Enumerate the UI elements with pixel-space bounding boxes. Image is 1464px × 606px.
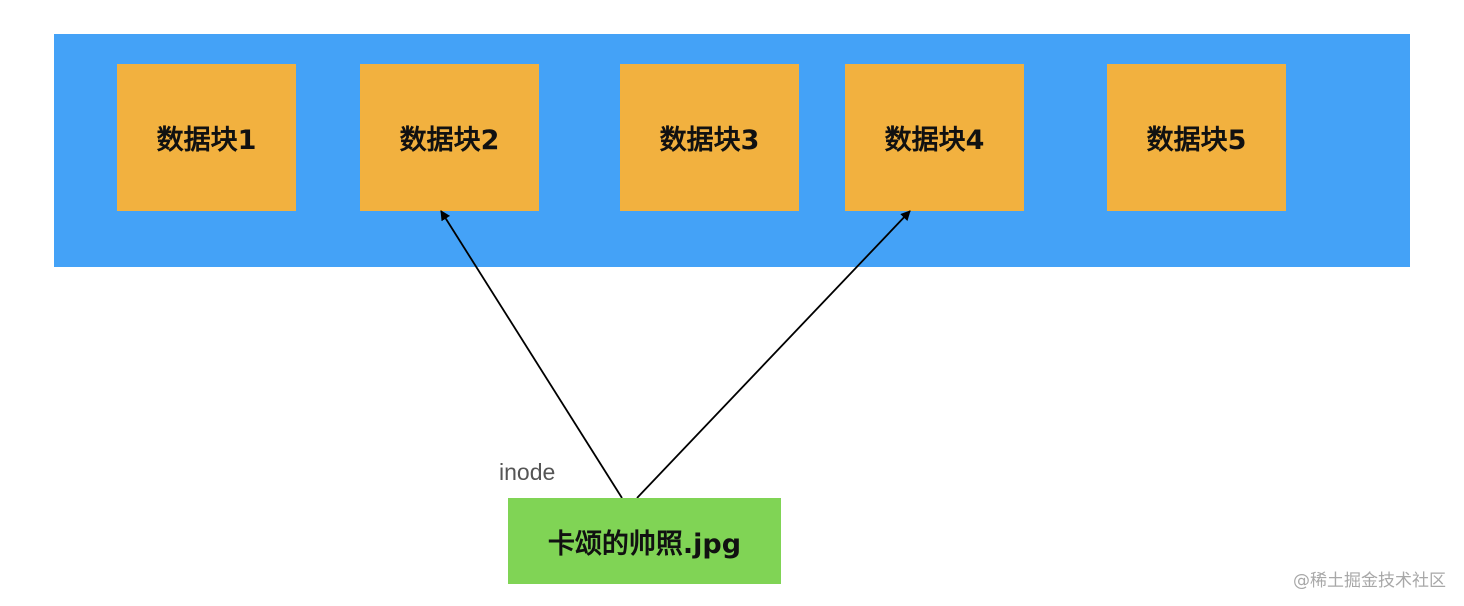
data-block-label: 数据块2 bbox=[399, 125, 500, 156]
watermark: @稀土掘金技术社区 bbox=[1293, 571, 1446, 591]
data-block-5: 数据块5 bbox=[1107, 64, 1286, 211]
data-block-label: 数据块3 bbox=[659, 125, 760, 156]
data-block-3: 数据块3 bbox=[620, 64, 799, 211]
data-block-1: 数据块1 bbox=[117, 64, 296, 211]
data-block-4: 数据块4 bbox=[845, 64, 1024, 211]
data-block-label: 数据块1 bbox=[156, 125, 257, 156]
data-block-label: 数据块4 bbox=[884, 125, 985, 156]
data-block-2: 数据块2 bbox=[360, 64, 539, 211]
file-node: 卡颂的帅照.jpg bbox=[508, 498, 781, 584]
data-block-label: 数据块5 bbox=[1146, 125, 1247, 156]
file-label: 卡颂的帅照.jpg bbox=[547, 528, 742, 560]
inode-label: inode bbox=[499, 459, 556, 485]
